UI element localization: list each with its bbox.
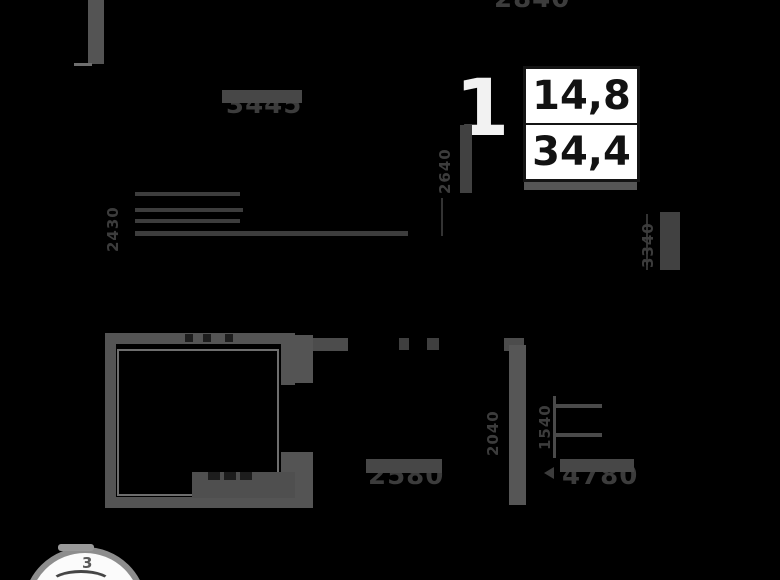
- ladder-line-3: [135, 219, 240, 223]
- unit-area-box: 14,8 34,4: [523, 66, 640, 182]
- room-wall-right-upper: [281, 333, 295, 385]
- compass-inner-arc: [50, 570, 112, 580]
- dim-lower-left-vertical: 2040: [484, 410, 502, 456]
- room-wall-left: [105, 333, 116, 508]
- unit-area-total: 34,4: [532, 129, 631, 175]
- bracket-tick-2: [556, 433, 602, 437]
- wall-right: [660, 212, 680, 270]
- wall-vertical-center: [509, 345, 526, 505]
- interior-notch-3: [240, 472, 252, 480]
- interior-notch-2: [224, 472, 236, 480]
- unit-box-shadow-bar: [524, 182, 637, 190]
- line-right-thin: [646, 214, 648, 270]
- dim-top: 2840: [494, 0, 570, 12]
- dim-lower-right-vertical: 1540: [536, 404, 554, 450]
- window-notch-1: [185, 334, 193, 342]
- dim-bottom-right-overlay: [560, 459, 634, 472]
- window-notch-3: [225, 334, 233, 342]
- interior-notch-1: [208, 472, 220, 480]
- door-mark-1: [399, 338, 409, 350]
- door-mark-2: [427, 338, 439, 350]
- compass-floor-label: 3: [82, 554, 93, 572]
- ladder-line-2: [135, 208, 243, 212]
- room-wall-bottom: [105, 497, 301, 508]
- dim-bottom-left-overlay: [366, 459, 442, 473]
- ladder-line-1: [135, 192, 240, 196]
- long-wall-line: [135, 231, 408, 236]
- window-notch-2: [203, 334, 211, 342]
- dim-arrow-left-icon: [544, 467, 554, 479]
- dim-right-vertical: 3340: [639, 222, 657, 268]
- bracket-line-vertical: [553, 396, 556, 458]
- wall-top-left-step: [74, 63, 92, 66]
- dim-center-vertical: 2640: [436, 148, 454, 194]
- dim-ladder-vertical: 2430: [104, 206, 122, 252]
- wall-center-small: [460, 125, 472, 193]
- bracket-tick-1: [556, 404, 602, 408]
- line-center-thin: [441, 198, 443, 236]
- dim-upper-overlay: [222, 90, 302, 103]
- unit-area-living: 14,8: [526, 69, 637, 125]
- room-wall-protrusion-top: [293, 335, 313, 383]
- room-wall-top: [105, 333, 295, 344]
- wall-top-left: [88, 0, 104, 64]
- compass-cap: [58, 544, 94, 551]
